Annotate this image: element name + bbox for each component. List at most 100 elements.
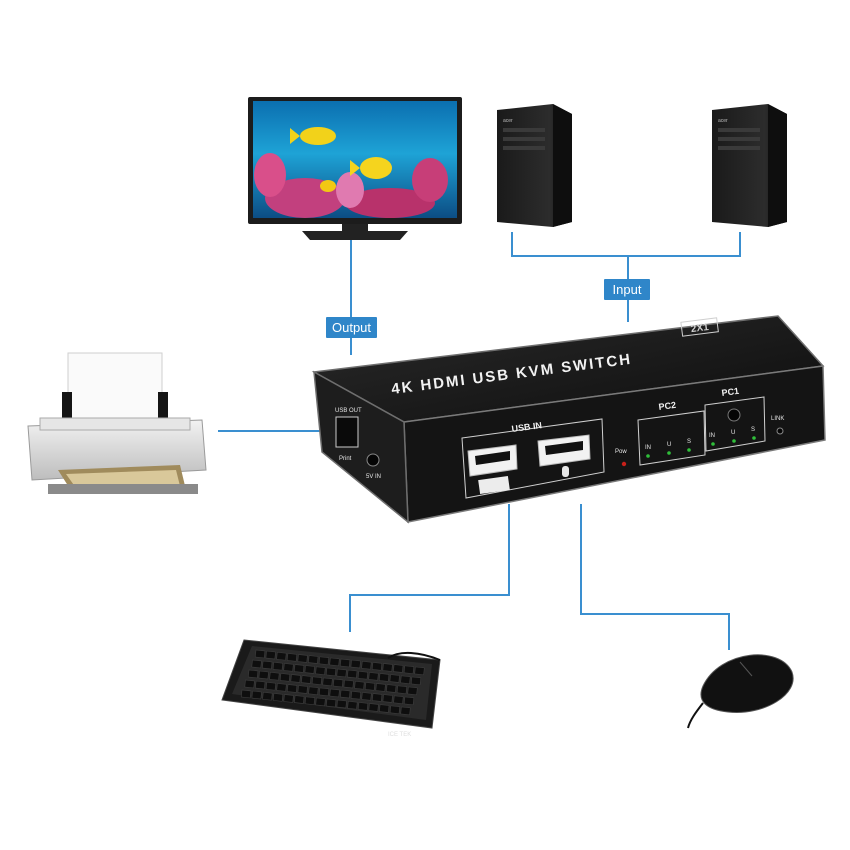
keyboard-key [403,696,415,706]
link-label: LINK [771,416,784,422]
pc2-led-u [667,451,671,455]
keyboard-brand-label: ICE TEK [388,732,411,738]
link-port [776,427,784,435]
keyboard-key [290,674,301,683]
kvm-model-badge-label: 2X1 [690,322,709,335]
keyboard-key [414,666,425,676]
pc2-led-in [646,454,650,458]
keyboard-key [407,686,418,696]
keyboard-key [375,683,386,692]
keyboard-key [378,673,390,682]
keyboard-key [325,698,337,708]
keyboard-key [340,689,351,699]
keyboard-key [265,681,277,691]
keyboard-key [304,665,315,674]
pc2-led-u-label: U [667,442,671,448]
keyboard-key [329,688,340,698]
keyboard-key [357,702,369,711]
mouse-line [580,504,730,650]
keyboard-key [322,677,333,687]
keyboard-key [286,653,298,662]
keyboard-key [350,690,362,700]
keyboard-key [247,669,259,679]
dc-label: 5V IN [366,474,381,480]
keyboard-key [354,680,365,690]
keyboard-key [276,651,287,661]
pc-tower-icon-2: acer [712,104,787,227]
keyboard-key [251,659,262,669]
keyboard-key [379,704,390,713]
pc-select-button[interactable] [727,408,741,422]
keyboard-key [301,675,312,684]
keyboard-key [343,679,354,689]
usb-out-label: USB OUT [335,408,362,414]
pc2-led-in-label: IN [645,445,651,451]
usb-in-label: USB IN [511,420,543,434]
keyboard-key [336,699,347,709]
keyboard-key [357,670,369,680]
keyboard-key [269,671,280,681]
keyboard-key [254,649,266,659]
pc1-led-s [752,436,756,440]
pc2-led-s-label: S [687,439,691,445]
keyboard-key [272,693,284,702]
keyboard-key [339,658,351,668]
keyboard-key [389,705,401,715]
keyboard-key [283,663,294,672]
output-tag: Output [326,317,377,338]
keyboard-key [262,691,273,701]
keyboard-key [336,668,347,678]
output-tag-label: Output [332,320,371,335]
keyboard-key [347,700,358,710]
pc1-led-s-label: S [751,427,755,433]
keyboard-key [329,657,340,667]
input-tag: Input [604,279,650,300]
power-led [621,461,627,467]
printer-usb-port [335,416,359,448]
keyboard-key [297,685,308,694]
keyboard-key [400,706,411,716]
pc-brand-label: acer [718,118,728,124]
keyboard-key [382,663,393,672]
pc2-label: PC2 [658,400,677,412]
keyboard-line [349,504,510,632]
pc2-box [637,410,706,466]
keyboard-key [350,659,361,669]
keyboard-key [361,660,372,670]
keyboard-key [244,679,255,689]
keyboard-key [276,683,287,692]
usb-port-keyboard [467,444,518,477]
keyboard-key [294,695,305,704]
keyboard-key [347,669,358,679]
keyboard-key [364,682,376,691]
keyboard-key [393,664,404,673]
keyboard-key [325,667,337,677]
keyboard-key [297,654,308,663]
keyboard-key [318,687,330,697]
keyboard-key [332,678,344,688]
pc1-label: PC1 [721,386,740,398]
keyboard-key [318,656,330,666]
print-label: Print [339,456,352,462]
keyboard-key [279,673,291,682]
kvm-model-badge: 2X1 [680,317,719,337]
keyboard-key [262,660,273,670]
keyboard-key [311,676,323,686]
keyboard-key [410,676,422,686]
keyboard-key [308,655,319,664]
keyboard-key [386,684,397,693]
keyboard-key [368,672,379,681]
keyboard-key [389,674,400,683]
keyboard-key [371,693,383,702]
pc-input-bracket-line [511,232,741,257]
pc1-led-in [711,442,715,446]
printer-icon [27,352,207,494]
connection-lines [218,232,741,650]
power-label: Pow [615,449,627,455]
pc1-led-u [732,439,736,443]
pc1-led-in-label: IN [709,433,715,439]
keyboard-key [403,665,415,675]
pc-tower-icon-1: acer [497,104,572,227]
keyboard-key [400,675,411,685]
